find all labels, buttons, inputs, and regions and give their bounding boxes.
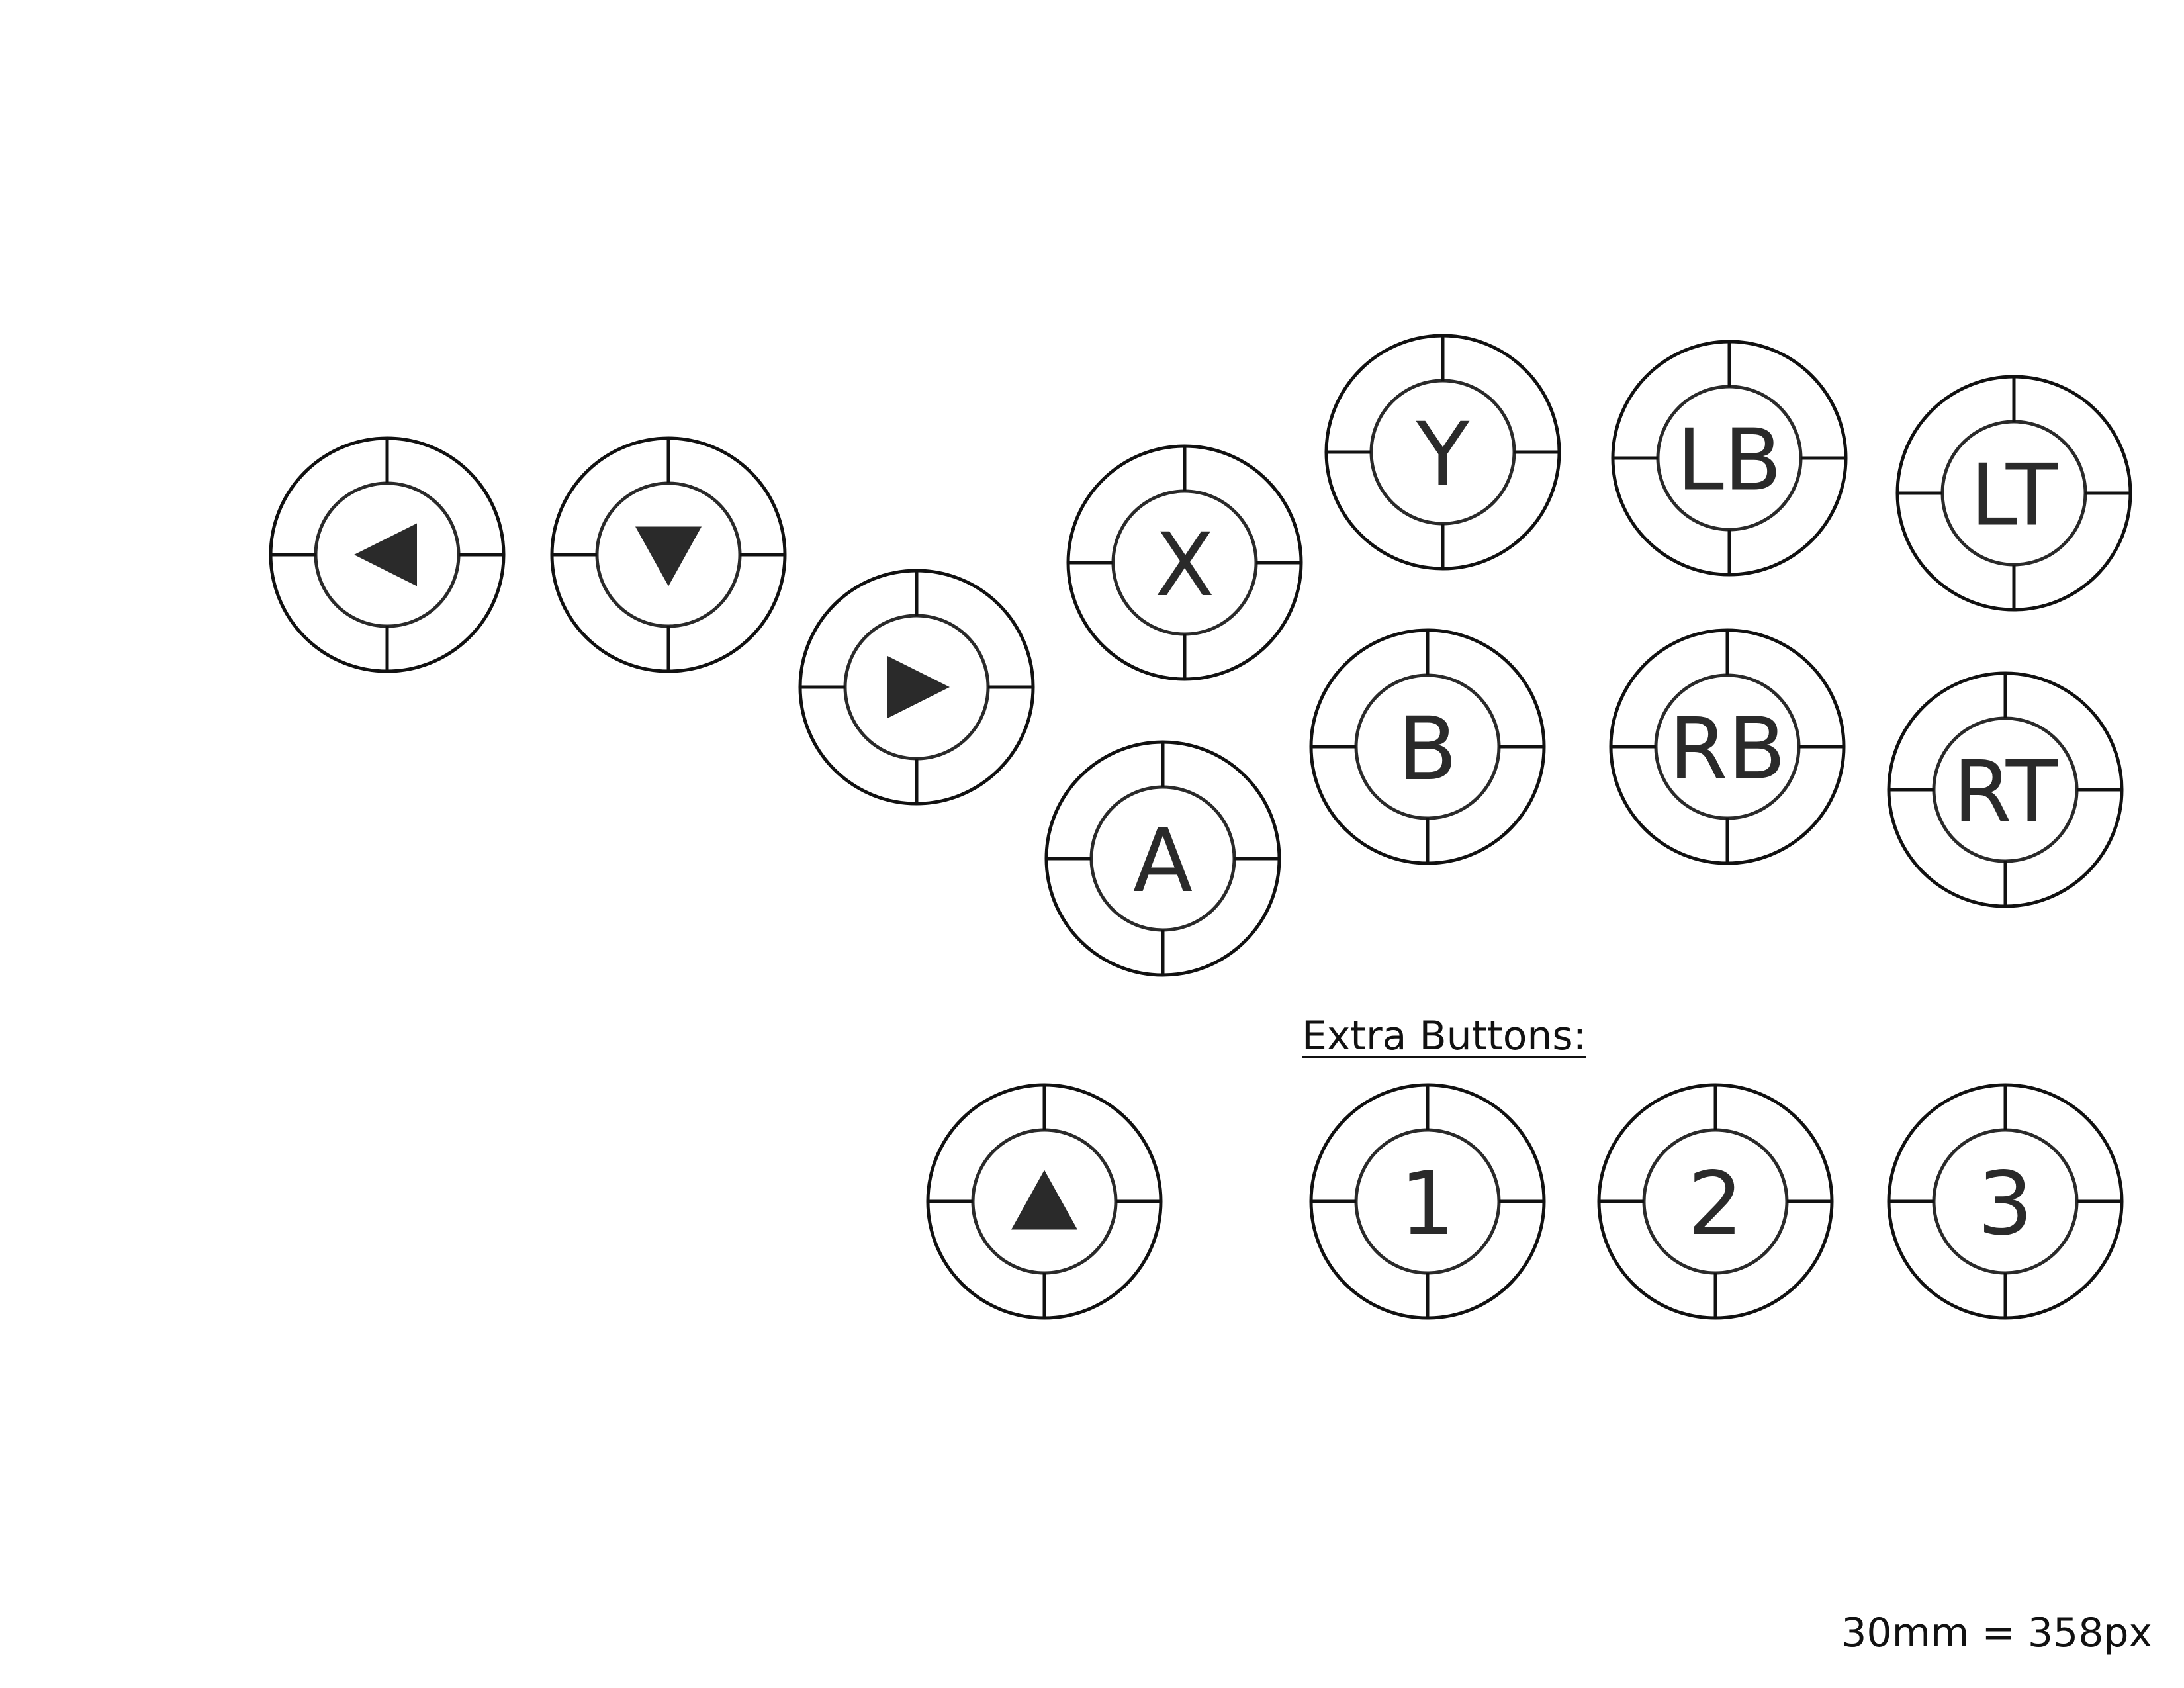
button-b: B	[1309, 628, 1546, 865]
button-a: A	[1044, 740, 1281, 977]
button-label: 3	[1978, 1153, 2033, 1255]
extra-buttons-heading: Extra Buttons:	[1302, 1013, 1586, 1059]
button-left	[269, 436, 506, 673]
triangle-left-icon	[354, 523, 417, 586]
scale-note: 30mm = 358px	[1841, 1610, 2152, 1656]
button-label: X	[1155, 514, 1214, 616]
button-label: A	[1133, 810, 1193, 912]
button-label: LT	[1970, 447, 2058, 545]
button-label: RT	[1953, 743, 2058, 842]
triangle-down-icon	[635, 526, 702, 586]
button-up	[926, 1083, 1163, 1320]
button-extra-3: 3	[1887, 1083, 2124, 1320]
button-right	[798, 569, 1035, 806]
button-lb: LB	[1611, 340, 1848, 577]
button-x: X	[1066, 444, 1303, 681]
button-extra-2: 2	[1597, 1083, 1834, 1320]
button-label: LB	[1676, 412, 1782, 510]
button-label: RB	[1669, 700, 1786, 799]
button-lt: LT	[1895, 375, 2132, 612]
triangle-right-icon	[887, 655, 950, 719]
button-rb: RB	[1609, 628, 1846, 865]
button-label: 2	[1688, 1153, 1743, 1255]
button-label: B	[1398, 698, 1458, 800]
button-label: Y	[1416, 404, 1470, 506]
button-rt: RT	[1887, 671, 2124, 908]
button-label: 1	[1400, 1153, 1455, 1255]
button-down	[550, 436, 787, 673]
button-y: Y	[1324, 334, 1561, 571]
triangle-up-icon	[1011, 1170, 1077, 1230]
button-extra-1: 1	[1309, 1083, 1546, 1320]
